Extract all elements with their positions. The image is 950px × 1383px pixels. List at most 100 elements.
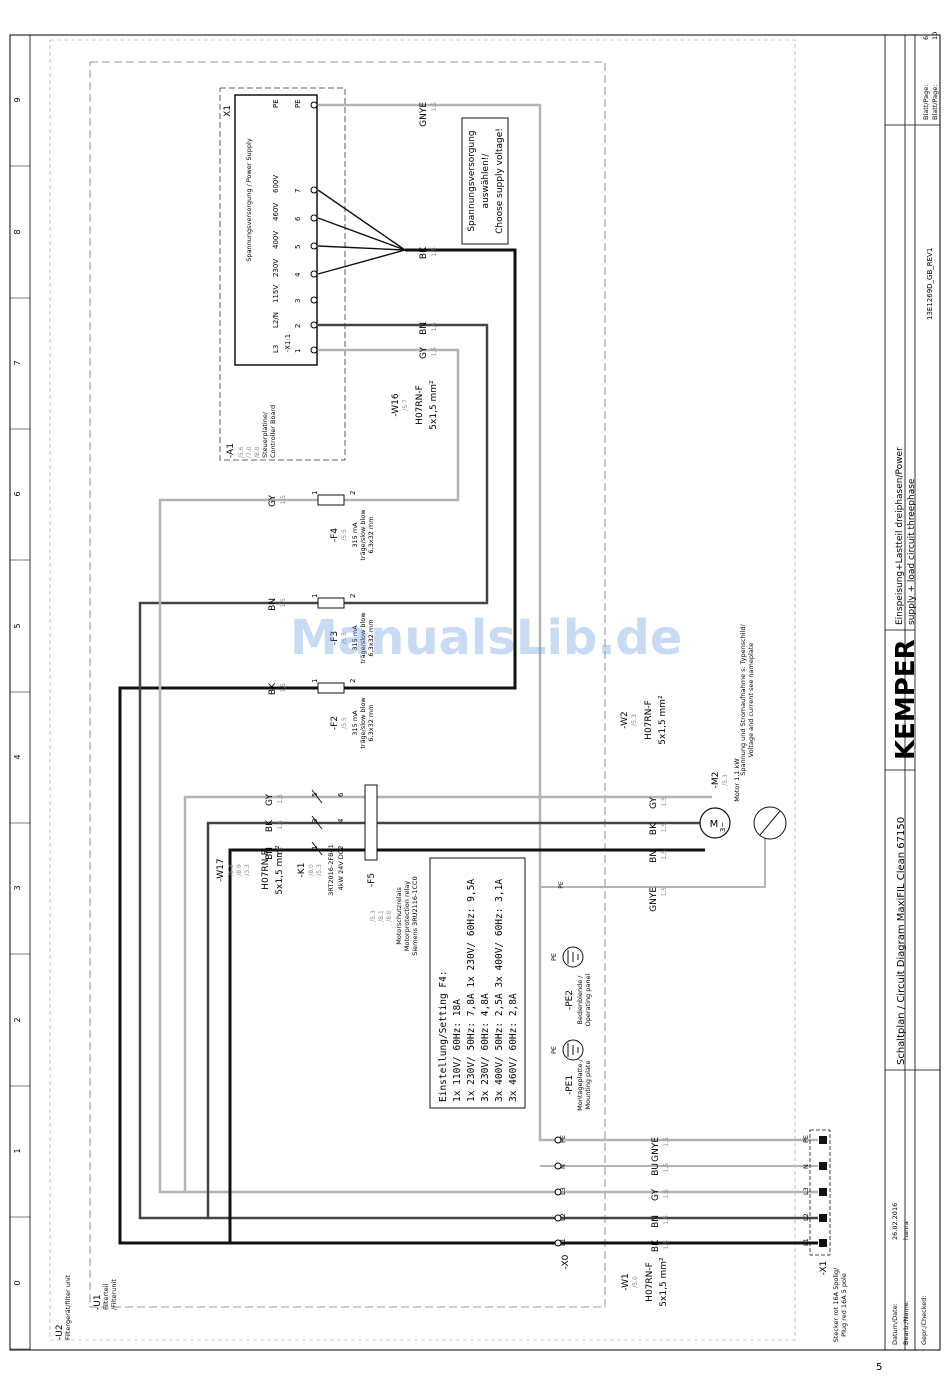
terminal-number: 6 xyxy=(294,216,302,221)
pe1-name: Montageplatte / xyxy=(576,1058,584,1110)
date-value: 26.02.2016 xyxy=(891,1203,899,1240)
title-block-grid xyxy=(885,35,940,1350)
relay-ref: /5.3 xyxy=(370,910,377,922)
wire-cross-section: 1,5 xyxy=(663,1215,670,1225)
fuse-size: 6,3x32 mm xyxy=(367,704,375,741)
plug-pin-label: N xyxy=(802,1164,810,1169)
contactor-k1-contacts xyxy=(311,789,323,856)
settings-box xyxy=(429,857,526,1109)
fuse-wire-label: BN xyxy=(268,598,278,611)
pe2-name: Operating panel xyxy=(584,974,592,1027)
relay-ref: /8.1 xyxy=(378,910,385,922)
bottom-wire-label: GY xyxy=(651,1189,661,1202)
contactor-coil: 4kW 24V DC xyxy=(337,849,345,890)
wire-motor-l2 xyxy=(206,821,705,1218)
terminal-voltage-label: L2/N xyxy=(272,312,280,328)
pe1-name: Mounting plate xyxy=(584,1061,592,1110)
cable-w16-tag: -W16 xyxy=(391,393,401,417)
cable-w1-type: H07RN-F xyxy=(645,1262,655,1302)
motor-wire-label: GNYE xyxy=(649,887,659,912)
terminal-voltage-label: PE xyxy=(272,99,280,108)
grid-number: 4 xyxy=(13,754,22,759)
cable-w1-tag: -W1 xyxy=(621,1273,631,1291)
plug-pin xyxy=(819,1239,827,1247)
contactor-wire-label: BK xyxy=(265,819,275,832)
motor-phases-label: 3~ xyxy=(719,822,727,832)
cable-w2-size: 5x1,5 mm² xyxy=(658,695,668,745)
fuse-ref: /5.5 xyxy=(341,717,348,729)
grid-number: 0 xyxy=(13,1280,22,1285)
cable-ref: /5.3 xyxy=(228,864,235,876)
grid-number: 9 xyxy=(13,97,22,102)
fan-blade xyxy=(759,810,781,836)
fuse-size: 6,3x32 mm xyxy=(367,619,375,656)
wire-label-gnye: GNYE xyxy=(419,102,429,127)
relay-ref: /8.0 xyxy=(386,910,393,922)
wire-bn-main xyxy=(138,323,818,1220)
x0-terminal-dot xyxy=(554,1239,562,1247)
relay-f5-symbol xyxy=(364,784,378,861)
x0-terminal-dot xyxy=(554,1136,562,1144)
wire-cross-section: 1,5 xyxy=(280,598,287,608)
subtitle-de: Einspeisung+Lastteil dreiphasen/Power xyxy=(895,447,905,625)
controller-name: Steuerplatine/ xyxy=(261,411,269,458)
relay-f5-tag: -F5 xyxy=(367,873,377,887)
controller-ref: /5.6 xyxy=(238,446,245,458)
grid-number: 8 xyxy=(13,229,22,234)
fuse-pin: 2 xyxy=(349,594,357,598)
plug-pin-label: L3 xyxy=(802,1187,810,1195)
plug-x1-terminals xyxy=(819,1136,827,1247)
terminal-ref-label: -X1:1 xyxy=(284,334,292,352)
bottom-wire-label: GNYE xyxy=(651,1137,661,1162)
cable-w17-tag: -W17 xyxy=(216,858,226,881)
plug-pin xyxy=(819,1162,827,1170)
terminal-dot xyxy=(310,101,318,109)
terminal-dot xyxy=(310,214,318,222)
terminal-dot xyxy=(310,321,318,329)
contact-pin: 4 xyxy=(337,818,345,823)
fuse-pin: 2 xyxy=(349,679,357,683)
wire-label-gy: GY xyxy=(419,347,429,360)
fuse-tag: -F3 xyxy=(330,631,340,645)
plug-pin xyxy=(819,1136,827,1144)
cable-ref: /3.3 xyxy=(244,864,251,876)
terminal-number: PE xyxy=(294,99,302,108)
diagram-labels: PEPE7600V6460V5400V4230V3115V2L2/N1L3X1S… xyxy=(55,32,939,1345)
fuse-wire-label: BK xyxy=(268,682,278,695)
sheet-label: Blatt/Page: xyxy=(922,85,930,120)
plug-pin xyxy=(819,1214,827,1222)
pe1-tag: -PE1 xyxy=(565,1075,575,1095)
controller-ref: /7.0 xyxy=(246,446,253,458)
cable-ref: /5.3 xyxy=(631,714,638,726)
supply-note-box xyxy=(461,117,509,245)
settings-row: 1x 110V/ 60Hz: 18A xyxy=(452,999,463,1102)
wire-cross-section: 1,5 xyxy=(431,102,438,112)
terminal-dot xyxy=(310,186,318,194)
settings-row: 3x 400V/ 50Hz: 2,5A 3x 400V/ 60Hz: 3,1A xyxy=(494,879,505,1102)
grid-number: 5 xyxy=(13,623,22,628)
motor-m-label: M xyxy=(710,819,719,830)
terminal-number: 1 xyxy=(294,349,302,353)
fuse-f4-symbol xyxy=(317,494,345,506)
fuse-ref: /5.5 xyxy=(341,632,348,644)
pages-value: 10 xyxy=(931,32,939,40)
cable-w2-type: H07RN-F xyxy=(644,700,654,740)
motor-wire-label: GY xyxy=(649,797,659,810)
wire-cross-section: 1,5 xyxy=(661,850,668,860)
wire-cross-section: 1,5 xyxy=(663,1240,670,1250)
terminal-dot xyxy=(310,346,318,354)
plug-x1-outline xyxy=(809,1129,831,1256)
bottom-wire-label: BK xyxy=(651,1239,661,1252)
x0-terminal-label: L1 xyxy=(559,1238,567,1246)
supply-note-line1: Spannungsversorgung xyxy=(467,130,477,231)
wire-motor-l3 xyxy=(183,795,712,1192)
filter-subunit-name: Filterteil xyxy=(102,1284,110,1310)
editor-label: Bearb./Name: xyxy=(902,1300,910,1345)
grid-number: 1 xyxy=(13,1148,22,1153)
contact-pin: 5 xyxy=(311,793,319,797)
terminal-voltage-label: L3 xyxy=(272,345,280,353)
filter-unit-outline xyxy=(89,61,606,1308)
motor-note-de: Spannung und Stromaufnahme s. Typenschil… xyxy=(739,623,747,775)
editor-value: hanra xyxy=(902,1221,910,1240)
